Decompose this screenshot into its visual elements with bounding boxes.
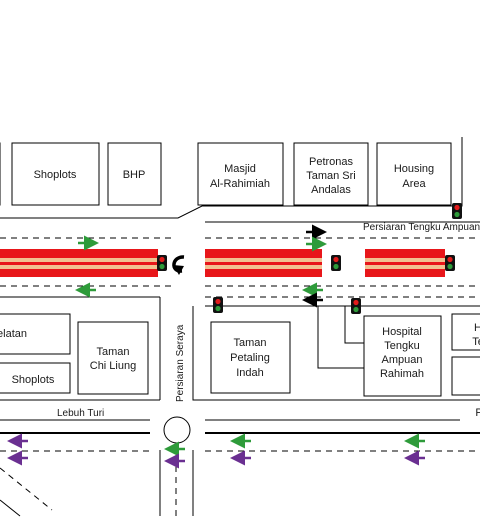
label-hospital-line4: Rahimah bbox=[380, 368, 424, 380]
label-shoplots-bottom: Shoplots bbox=[12, 374, 55, 386]
traffic-light-icon bbox=[445, 255, 455, 271]
traffic-light-icon bbox=[331, 255, 341, 271]
block-chiliung bbox=[77, 321, 149, 395]
label-petronas-line1: Petronas bbox=[309, 156, 354, 168]
label-bhp: BHP bbox=[123, 169, 146, 181]
blocked-section-3 bbox=[365, 249, 445, 277]
label-masjid-line1: Masjid bbox=[224, 163, 256, 175]
label-housing-line2: Area bbox=[402, 178, 426, 190]
label-petaling-line1: Taman bbox=[233, 337, 266, 349]
block-masjid bbox=[197, 142, 284, 206]
block-petronas bbox=[293, 142, 369, 206]
road-label-tengku-ampuan: Persiaran Tengku Ampuan bbox=[363, 222, 480, 233]
lower-road bbox=[0, 416, 480, 517]
frontage-top bbox=[0, 137, 463, 219]
blocked-section-1 bbox=[0, 249, 158, 277]
label-petronas-line2: Taman Sri bbox=[306, 170, 356, 182]
label-housing-line1: Housing bbox=[394, 163, 434, 175]
blocked-section-2 bbox=[205, 249, 322, 277]
label-edge-p: P bbox=[475, 407, 480, 419]
road-labels: Persiaran Tengku Ampuan Lebuh Turi Persi… bbox=[57, 222, 480, 419]
blocked-sections bbox=[0, 249, 445, 277]
roundabout bbox=[163, 416, 191, 444]
block-shoplots-bottom bbox=[0, 362, 71, 394]
traffic-light-icon bbox=[213, 297, 223, 313]
label-chiliung-line2: Chi Liung bbox=[90, 360, 136, 372]
blocks-top bbox=[0, 142, 452, 206]
traffic-light-icon bbox=[351, 298, 361, 314]
label-hospital-line1: Hospital bbox=[382, 326, 422, 338]
traffic-lights bbox=[157, 203, 462, 314]
label-shoplots-top: Shoplots bbox=[34, 169, 77, 181]
label-edge-te: Te bbox=[472, 336, 480, 348]
road-label-persiaran-seraya: Persiaran Seraya bbox=[175, 324, 186, 402]
block-petaling bbox=[210, 321, 291, 394]
label-chiliung-line1: Taman bbox=[96, 346, 129, 358]
block-bhp bbox=[107, 142, 162, 206]
direction-arrows bbox=[6, 224, 425, 469]
label-hospital-line2: Tengku bbox=[384, 340, 419, 352]
u-turn-arrow-icon bbox=[172, 255, 185, 275]
label-edge-h: H bbox=[474, 322, 480, 334]
block-edge-right-2 bbox=[451, 356, 480, 396]
label-masjid-line2: Al-Rahimiah bbox=[210, 178, 270, 190]
block-shoplots-top bbox=[11, 142, 100, 206]
block-housing bbox=[376, 142, 452, 206]
label-petronas-line3: Andalas bbox=[311, 184, 351, 196]
label-petaling-line2: Petaling bbox=[230, 352, 270, 364]
block-selatan bbox=[0, 313, 71, 355]
main-road bbox=[0, 221, 480, 400]
place-labels: Shoplots BHP Masjid Al-Rahimiah Petronas… bbox=[0, 156, 480, 419]
traffic-light-icon bbox=[157, 255, 167, 271]
label-selatan: elatan bbox=[0, 328, 27, 340]
block-hospital bbox=[363, 315, 442, 397]
frontage-lower bbox=[0, 306, 480, 401]
road-label-lebuh-turi: Lebuh Turi bbox=[57, 408, 104, 419]
traffic-light-icon bbox=[452, 203, 462, 219]
label-hospital-line3: Ampuan bbox=[382, 354, 423, 366]
label-petaling-line3: Indah bbox=[236, 367, 264, 379]
block-edge-right-1 bbox=[451, 313, 480, 351]
blocks-bottom bbox=[0, 313, 480, 397]
